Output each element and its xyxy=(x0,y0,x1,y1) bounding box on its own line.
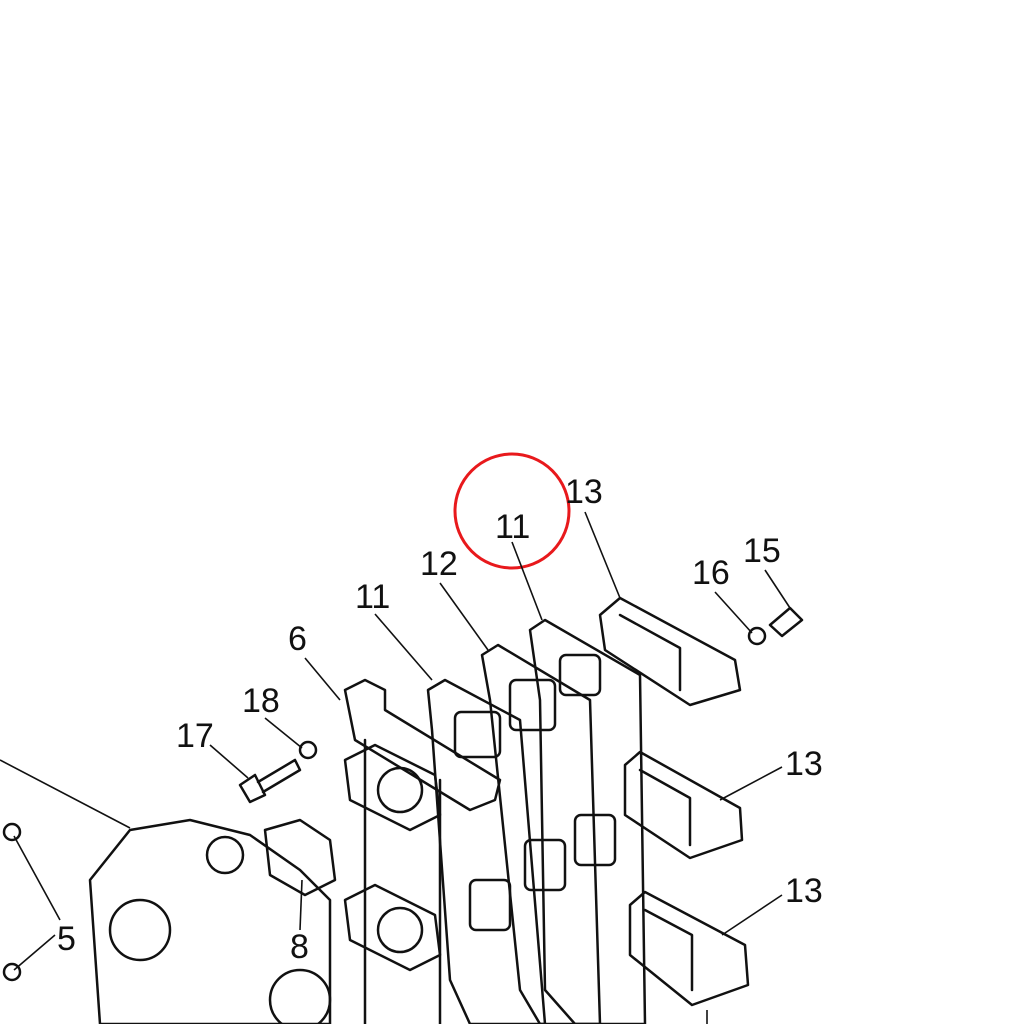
callout-15[interactable]: 15 xyxy=(743,532,781,570)
callout-18[interactable]: 18 xyxy=(242,682,280,720)
crankcase-block xyxy=(88,818,337,1024)
callout-11[interactable]: 11 xyxy=(355,578,390,616)
reed-valve-assembly xyxy=(598,596,750,1007)
highlight-circle xyxy=(453,452,571,570)
callout-5[interactable]: 5 xyxy=(57,920,76,958)
intake-manifold xyxy=(343,678,502,1024)
callout-8[interactable]: 8 xyxy=(290,928,309,966)
gasket-plates xyxy=(426,618,647,1024)
callout-12[interactable]: 12 xyxy=(420,545,458,583)
leader-lines xyxy=(0,511,791,1024)
callout-6[interactable]: 6 xyxy=(288,620,307,658)
callout-17[interactable]: 17 xyxy=(176,717,214,755)
callout-13[interactable]: 13 xyxy=(785,872,823,910)
part-5 xyxy=(2,822,22,982)
callout-13[interactable]: 13 xyxy=(785,745,823,783)
callout-16[interactable]: 16 xyxy=(692,554,730,592)
bolt-17 xyxy=(238,740,318,804)
callout-13[interactable]: 13 xyxy=(565,473,603,511)
callout-11-highlighted[interactable]: 11 xyxy=(495,508,530,546)
bolt-15 xyxy=(747,606,804,646)
